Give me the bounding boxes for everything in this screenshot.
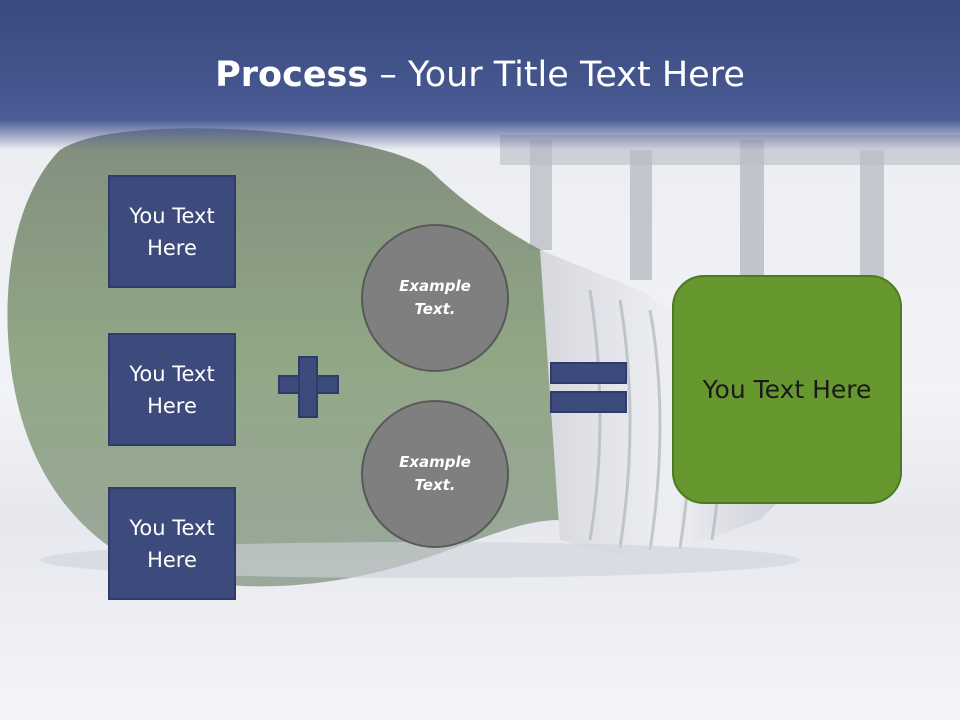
equals-bottom-bar bbox=[550, 391, 627, 413]
equals-top-bar bbox=[550, 362, 627, 384]
input-box-2[interactable]: You Text Here bbox=[108, 333, 236, 446]
input-box-1-label: You Text Here bbox=[129, 203, 215, 260]
header-bar bbox=[0, 0, 960, 150]
example-circle-1[interactable]: Example Text. bbox=[361, 224, 509, 372]
example-circle-2[interactable]: Example Text. bbox=[361, 400, 509, 548]
result-box-label: You Text Here bbox=[702, 375, 872, 404]
title-rest: – Your Title Text Here bbox=[368, 55, 745, 95]
result-box[interactable]: You Text Here bbox=[672, 275, 902, 504]
plus-vertical-bar bbox=[298, 356, 318, 418]
input-box-3-label: You Text Here bbox=[129, 515, 215, 572]
page-title: Process – Your Title Text Here bbox=[0, 50, 960, 100]
example-circle-1-label: Example Text. bbox=[399, 277, 471, 318]
input-box-1[interactable]: You Text Here bbox=[108, 175, 236, 288]
input-box-3[interactable]: You Text Here bbox=[108, 487, 236, 600]
input-box-2-label: You Text Here bbox=[129, 361, 215, 418]
example-circle-2-label: Example Text. bbox=[399, 453, 471, 494]
title-bold: Process bbox=[215, 55, 369, 95]
